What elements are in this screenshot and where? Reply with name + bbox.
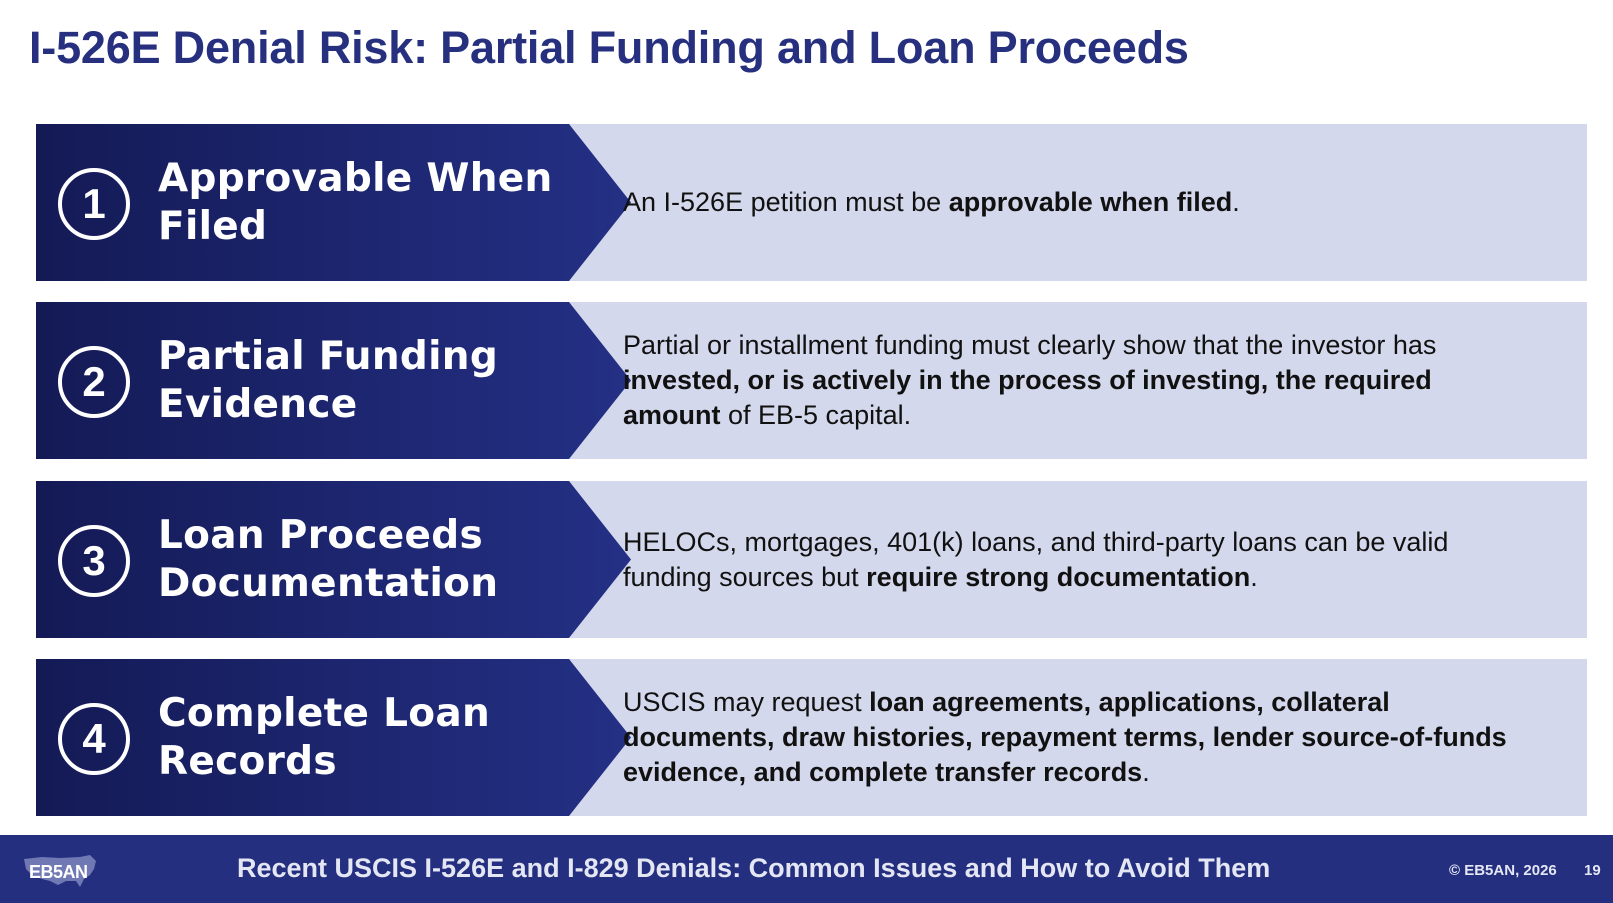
row-3-text-1: require strong documentation	[866, 561, 1251, 592]
row-4-heading: Complete Loan Records	[158, 659, 578, 816]
slide-title: I-526E Denial Risk: Partial Funding and …	[29, 22, 1189, 73]
row-2-heading-line2: Evidence	[158, 381, 358, 427]
row-1: 1 Approvable When Filed An I-526E petiti…	[36, 124, 1587, 281]
row-2-heading-line1: Partial Funding	[158, 333, 499, 379]
row-3: 3 Loan Proceeds Documentation HELOCs, mo…	[36, 481, 1587, 638]
page-number: 19	[1584, 862, 1601, 879]
row-4-text-1: loan agreements, applications, collatera…	[623, 687, 1507, 787]
footer-logo-text: EB5AN	[29, 862, 88, 882]
row-1-heading: Approvable When Filed	[158, 124, 578, 281]
row-4-heading-line1: Complete Loan	[158, 690, 491, 736]
row-1-description: An I-526E petition must be approvable wh…	[623, 124, 1523, 281]
row-4-text-0: USCIS may request	[623, 687, 870, 717]
row-2-description: Partial or installment funding must clea…	[623, 302, 1523, 459]
row-1-label-panel	[36, 124, 631, 281]
row-4: 4 Complete Loan Records USCIS may reques…	[36, 659, 1587, 816]
row-1-text-0: An I-526E petition must be	[623, 187, 949, 217]
row-4-heading-line2: Records	[158, 738, 337, 784]
row-1-heading-line2: Filed	[158, 203, 268, 249]
number-1-circle: 1	[58, 168, 130, 240]
row-1-text-2: .	[1232, 187, 1240, 217]
row-3-heading-line1: Loan Proceeds	[158, 512, 483, 558]
row-1-text-1: approvable when filed	[948, 187, 1233, 217]
row-4-description: USCIS may request loan agreements, appli…	[623, 659, 1523, 816]
row-2-text-1: invested, or is actively in the process …	[623, 365, 1432, 430]
row-3-text-0: HELOCs, mortgages, 401(k) loans, and thi…	[623, 526, 1449, 592]
footer-copyright: © EB5AN, 2026	[1449, 862, 1557, 879]
row-3-label-panel	[36, 481, 631, 638]
row-3-description: HELOCs, mortgages, 401(k) loans, and thi…	[623, 481, 1523, 638]
row-2: 2 Partial Funding Evidence Partial or in…	[36, 302, 1587, 459]
us-map-logo-icon	[24, 855, 96, 887]
row-4-label-panel	[36, 659, 631, 816]
row-3-text-2: .	[1250, 561, 1258, 592]
row-2-text-2: of EB-5 capital.	[720, 400, 912, 430]
row-4-text-2: .	[1142, 757, 1150, 787]
number-2-circle: 2	[58, 346, 130, 418]
row-1-heading-line1: Approvable When	[158, 155, 553, 201]
number-3-circle: 3	[58, 525, 130, 597]
row-2-heading: Partial Funding Evidence	[158, 302, 578, 459]
row-2-text-0: Partial or installment funding must clea…	[623, 330, 1437, 360]
row-2-label-panel	[36, 302, 631, 459]
footer-presentation-title: Recent USCIS I-526E and I-829 Denials: C…	[237, 853, 1271, 883]
number-4-circle: 4	[58, 703, 130, 775]
row-3-heading: Loan Proceeds Documentation	[158, 481, 578, 638]
row-3-heading-line2: Documentation	[158, 560, 499, 606]
footer-bar: EB5AN Recent USCIS I-526E and I-829 Deni…	[0, 835, 1613, 903]
